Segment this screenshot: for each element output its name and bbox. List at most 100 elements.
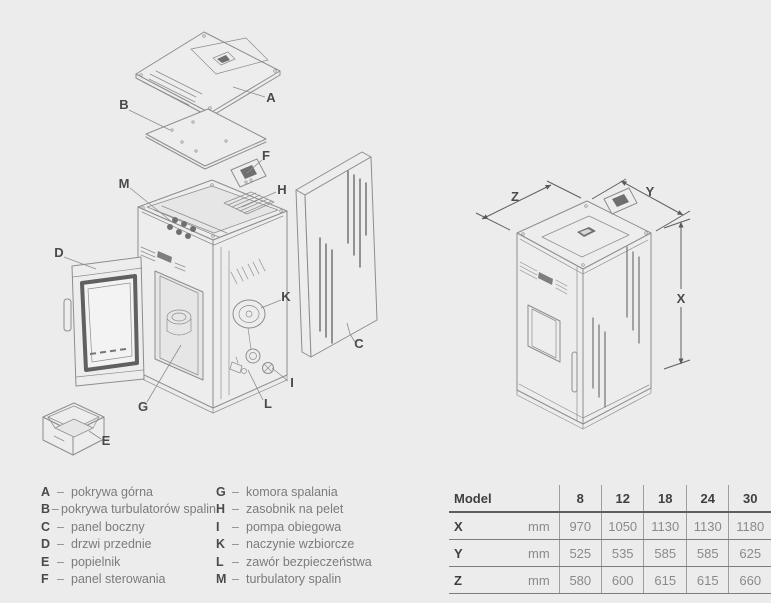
legend-separator: – [57,554,64,569]
dimension-label-z: Z [511,189,519,204]
dimension-label-x: X [677,291,686,306]
legend-item: L–zawór bezpieczeństwa [216,554,372,571]
door-handle [63,298,72,332]
part-label-b: B [119,97,128,112]
part-label-a: A [266,90,276,105]
part-a-top-cover [135,31,281,118]
part-f-control-panel [230,158,267,188]
legend-part-name: turbulatory spalin [246,572,342,587]
row-dim-label: Z [449,566,511,594]
table-header-model-18: 18 [643,485,687,513]
table-header-model-24: 24 [685,485,729,513]
cell-value: 615 [643,566,687,594]
dimension-x-line: X [663,218,691,370]
legend-letter: L [216,554,224,569]
dimensions-table: Model 8 12 18 24 30 X mm 970 1050 1130 1… [449,485,771,594]
table-row-z: Z mm 580 600 615 615 660 [449,566,771,594]
legend-letter: F [41,572,49,587]
legend-letter: E [41,554,50,569]
legend-item: A–pokrywa górna [41,484,216,501]
legend-separator: – [57,485,64,499]
legend-separator: – [232,572,239,587]
part-label-i: I [290,375,294,390]
cell-value: 1180 [728,512,771,540]
legend-separator: – [232,554,239,569]
legend-part-name: pokrywa górna [71,485,153,499]
brand-logo [538,272,553,285]
legend-letter: C [41,519,51,534]
cell-value: 1130 [685,512,729,540]
part-label-e: E [102,433,111,448]
part-label-d: D [54,245,63,260]
row-dim-label: X [449,512,511,540]
row-unit: mm [510,539,560,567]
dimension-z-line: Z [475,180,582,231]
table-header-unit [510,485,560,513]
part-g-combustion-chamber [154,270,204,381]
parts-legend: A–pokrywa górna B–pokrywa turbulatorów s… [41,484,372,588]
legend-part-name: komora spalania [246,485,338,499]
table-row-y: Y mm 525 535 585 585 625 [449,539,771,567]
door-handle [571,351,578,393]
legend-item: I–pompa obiegowa [216,519,372,536]
part-k-expansion-vessel [232,299,266,329]
legend-column-left: A–pokrywa górna B–pokrywa turbulatorów s… [41,484,216,588]
legend-separator: – [232,519,239,534]
row-unit: mm [510,566,560,594]
legend-part-name: panel boczny [71,519,145,534]
part-label-k: K [281,289,291,304]
legend-separator: – [232,485,239,499]
part-d-front-door [63,256,145,387]
legend-separator: – [57,519,64,534]
table-header-model: Model [449,485,511,513]
legend-part-name: naczynie wzbiorcze [246,537,355,552]
legend-item: G–komora spalania [216,484,372,501]
part-label-h: H [277,182,286,197]
legend-part-name: pokrywa turbulatorów spalin [61,502,216,517]
dimension-label-y: Y [646,184,655,199]
control-panel [603,187,638,215]
cell-value: 615 [685,566,729,594]
legend-item: B–pokrywa turbulatorów spalin [41,501,216,518]
part-label-m: M [119,176,130,191]
part-l-safety-valve [229,356,247,374]
legend-letter: G [216,485,226,499]
part-i-circulation-pump [245,348,274,374]
legend-letter: D [41,537,51,552]
table-header-row: Model 8 12 18 24 30 [449,485,771,513]
row-dim-label: Y [449,539,511,567]
legend-part-name: zasobnik na pelet [246,502,344,517]
cell-value: 1050 [600,512,644,540]
table-header-model-30: 30 [728,485,771,513]
cell-value: 625 [728,539,771,567]
legend-item: K–naczynie wzbiorcze [216,536,372,553]
table-row-x: X mm 970 1050 1130 1130 1180 [449,512,771,540]
brand-logo [157,251,172,263]
part-label-l: L [264,396,272,411]
legend-separator: – [232,502,239,517]
legend-part-name: drzwi przednie [71,537,152,552]
cell-value: 525 [558,539,602,567]
stove-internals [220,246,274,400]
cell-value: 585 [685,539,729,567]
legend-letter: M [216,572,227,587]
legend-item: E–popielnik [41,554,216,571]
cell-value: 585 [643,539,687,567]
table-header-model-8: 8 [558,485,602,513]
table-header-model-12: 12 [600,485,644,513]
legend-part-name: zawór bezpieczeństwa [246,554,372,569]
legend-separator: – [57,537,64,552]
exploded-view-diagram: A B C D E F G H I K L M [42,31,378,456]
assembled-stove [516,187,652,430]
legend-item: C–panel boczny [41,519,216,536]
legend-separator: – [232,537,239,552]
part-label-g: G [138,399,148,414]
legend-letter: B [41,502,51,517]
legend-item: F–panel sterowania [41,571,216,588]
legend-letter: A [41,485,51,499]
cell-value: 970 [558,512,602,540]
legend-letter: I [216,519,220,534]
legend-separator: – [57,572,64,587]
cell-value: 1130 [643,512,687,540]
